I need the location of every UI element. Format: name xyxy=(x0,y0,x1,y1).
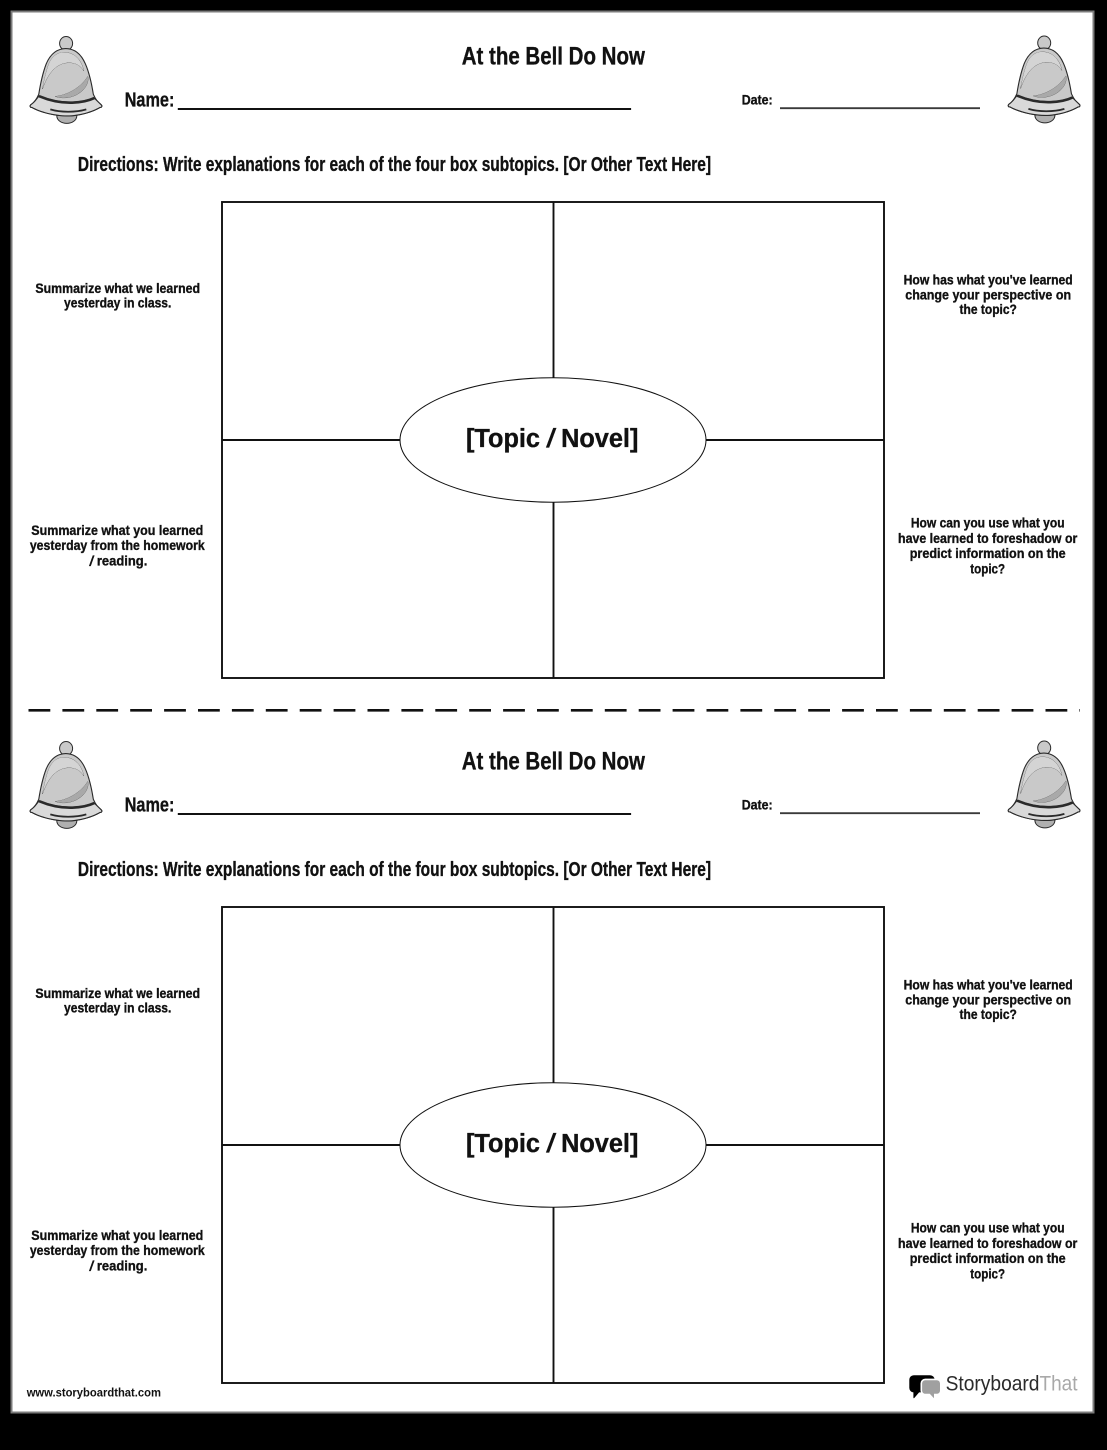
svg-text:Storyboard: Storyboard xyxy=(946,1373,1040,1396)
svg-text:www.storyboardthat.com: www.storyboardthat.com xyxy=(26,1386,161,1400)
svg-text:That: That xyxy=(1040,1373,1078,1396)
